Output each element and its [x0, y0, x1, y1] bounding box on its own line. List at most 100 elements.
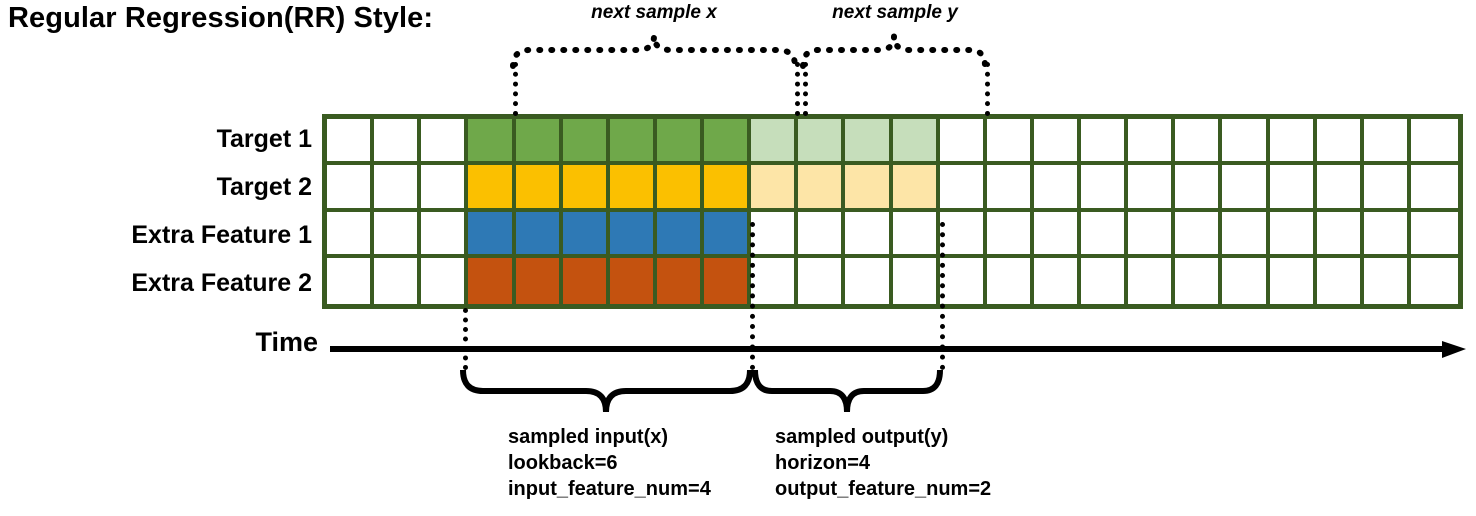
grid-cell-extra-feature-1-20 — [1222, 211, 1270, 258]
grid-cell-extra-feature-2-24 — [1410, 257, 1458, 304]
row-label-extra-feature-1: Extra Feature 1 — [131, 221, 312, 249]
grid-cell-extra-feature-2-4 — [468, 257, 516, 304]
grid-cell-target-2-1 — [327, 165, 375, 212]
grid-cell-extra-feature-2-13 — [892, 257, 940, 304]
grid-cell-target-2-24 — [1410, 165, 1458, 212]
grid-cell-extra-feature-2-12 — [845, 257, 893, 304]
grid-cell-target-2-5 — [515, 165, 563, 212]
grid-cell-target-1-5 — [515, 119, 563, 166]
grid-cell-target-1-18 — [1128, 119, 1176, 166]
grid-cell-target-1-11 — [798, 119, 846, 166]
grid-cell-extra-feature-2-6 — [562, 257, 610, 304]
grid-cell-extra-feature-2-15 — [986, 257, 1034, 304]
grid-cell-extra-feature-2-10 — [751, 257, 799, 304]
grid-cell-target-1-23 — [1363, 119, 1411, 166]
grid-cell-extra-feature-2-22 — [1316, 257, 1364, 304]
grid-cell-target-2-6 — [562, 165, 610, 212]
grid-cell-extra-feature-1-6 — [562, 211, 610, 258]
grid-cell-target-1-10 — [751, 119, 799, 166]
caption-input-line-2: lookback=6 — [508, 452, 618, 474]
grid-cell-target-2-12 — [845, 165, 893, 212]
caption-output-line-1: sampled output(y) — [775, 426, 949, 448]
grid-cell-target-1-15 — [986, 119, 1034, 166]
grid-cell-extra-feature-1-3 — [421, 211, 469, 258]
grid-cell-target-2-7 — [609, 165, 657, 212]
guide-line-top-input-end — [795, 62, 800, 116]
grid-cell-extra-feature-1-18 — [1128, 211, 1176, 258]
grid-cell-extra-feature-1-2 — [374, 211, 422, 258]
grid-cell-target-2-18 — [1128, 165, 1176, 212]
grid-cell-target-2-9 — [704, 165, 752, 212]
grid-cell-target-1-12 — [845, 119, 893, 166]
guide-line-output-end — [940, 222, 945, 370]
grid-cell-extra-feature-2-16 — [1033, 257, 1081, 304]
grid-cell-extra-feature-1-10 — [751, 211, 799, 258]
grid-cell-target-2-16 — [1033, 165, 1081, 212]
grid-cell-extra-feature-2-2 — [374, 257, 422, 304]
row-label-extra-feature-2: Extra Feature 2 — [131, 269, 312, 297]
grid-cell-extra-feature-1-23 — [1363, 211, 1411, 258]
grid-cell-extra-feature-1-15 — [986, 211, 1034, 258]
grid-cell-target-1-8 — [656, 119, 704, 166]
annotation-next-sample-y: next sample y — [832, 2, 958, 23]
grid-cell-target-1-4 — [468, 119, 516, 166]
caption-output-line-3: output_feature_num=2 — [775, 478, 992, 500]
grid-cell-extra-feature-1-22 — [1316, 211, 1364, 258]
guide-line-input-end — [750, 222, 755, 370]
caption-sampled-output: sampled output(y) horizon=4 output_featu… — [775, 424, 991, 502]
grid-cell-target-2-17 — [1081, 165, 1129, 212]
caption-input-line-1: sampled input(x) — [508, 426, 669, 448]
grid-cell-target-1-3 — [421, 119, 469, 166]
grid-cell-extra-feature-1-16 — [1033, 211, 1081, 258]
axis-label-time: Time — [255, 327, 318, 357]
grid-cell-target-1-20 — [1222, 119, 1270, 166]
grid-cell-extra-feature-2-20 — [1222, 257, 1270, 304]
caption-input-line-3: input_feature_num=4 — [508, 478, 711, 500]
grid-cell-extra-feature-1-11 — [798, 211, 846, 258]
grid-cell-extra-feature-1-1 — [327, 211, 375, 258]
grid-cell-extra-feature-1-17 — [1081, 211, 1129, 258]
grid-cell-extra-feature-2-18 — [1128, 257, 1176, 304]
grid-cell-target-2-14 — [939, 165, 987, 212]
grid-cell-extra-feature-2-5 — [515, 257, 563, 304]
grid-cell-target-1-16 — [1033, 119, 1081, 166]
grid-cell-target-1-24 — [1410, 119, 1458, 166]
grid-cell-target-2-8 — [656, 165, 704, 212]
grid-cell-extra-feature-2-7 — [609, 257, 657, 304]
grid-cell-target-2-21 — [1269, 165, 1317, 212]
grid-cell-target-1-17 — [1081, 119, 1129, 166]
caption-output-line-2: horizon=4 — [775, 452, 871, 474]
grid-cell-extra-feature-2-14 — [939, 257, 987, 304]
caption-sampled-input: sampled input(x) lookback=6 input_featur… — [508, 424, 711, 502]
guide-line-input-start — [463, 308, 468, 370]
grid-cell-extra-feature-2-21 — [1269, 257, 1317, 304]
grid-cell-extra-feature-1-13 — [892, 211, 940, 258]
grid-cell-target-2-11 — [798, 165, 846, 212]
grid-cell-extra-feature-1-9 — [704, 211, 752, 258]
grid-cell-extra-feature-2-1 — [327, 257, 375, 304]
grid-cell-extra-feature-1-21 — [1269, 211, 1317, 258]
guide-line-top-output-start — [803, 62, 808, 116]
grid-cell-extra-feature-2-9 — [704, 257, 752, 304]
grid-cell-target-1-13 — [892, 119, 940, 166]
grid-cell-extra-feature-1-4 — [468, 211, 516, 258]
grid-cell-extra-feature-2-8 — [656, 257, 704, 304]
grid-cell-target-2-23 — [1363, 165, 1411, 212]
grid-cell-target-2-15 — [986, 165, 1034, 212]
grid-cell-target-2-3 — [421, 165, 469, 212]
grid-cell-extra-feature-1-24 — [1410, 211, 1458, 258]
grid-cell-extra-feature-2-23 — [1363, 257, 1411, 304]
grid-cell-target-2-10 — [751, 165, 799, 212]
grid-cell-target-1-7 — [609, 119, 657, 166]
grid-cell-target-2-13 — [892, 165, 940, 212]
grid-cell-extra-feature-1-19 — [1175, 211, 1223, 258]
grid-cell-target-1-21 — [1269, 119, 1317, 166]
grid-cell-extra-feature-1-7 — [609, 211, 657, 258]
grid-cell-target-1-9 — [704, 119, 752, 166]
guide-line-top-output-end — [985, 62, 990, 116]
grid-cell-extra-feature-1-14 — [939, 211, 987, 258]
grid-cell-target-2-20 — [1222, 165, 1270, 212]
grid-cell-target-1-1 — [327, 119, 375, 166]
timeline-grid — [322, 114, 1463, 309]
